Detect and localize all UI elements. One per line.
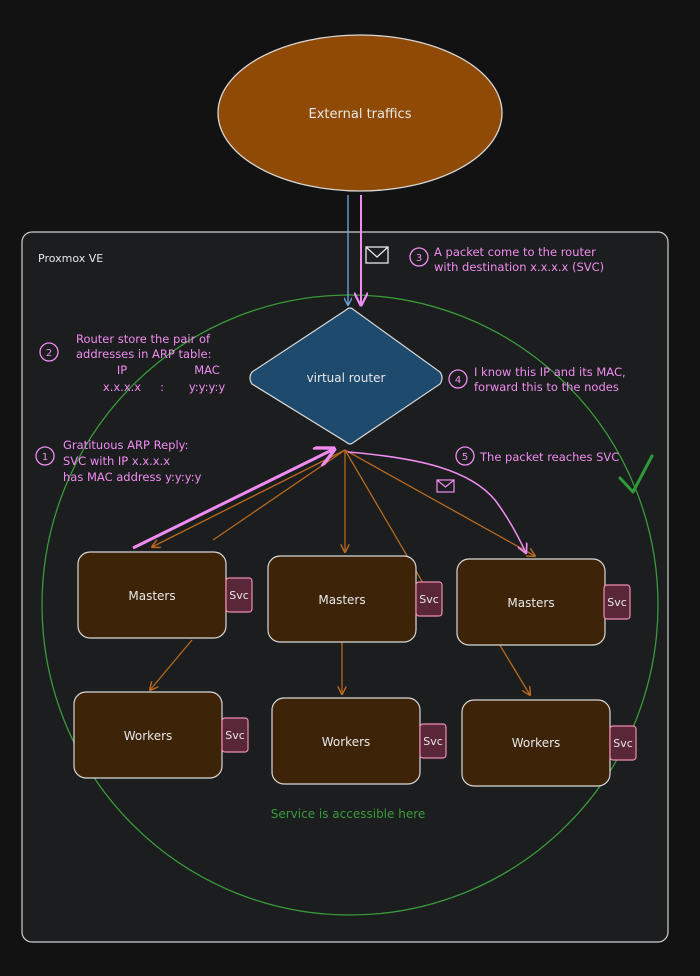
step-text: The packet reaches SVC	[479, 450, 619, 464]
svc-badge	[419, 723, 447, 759]
master-label: Masters	[507, 596, 554, 610]
envelope-icon	[436, 479, 455, 493]
svc-label: Svc	[229, 589, 249, 602]
service-scope-circle	[41, 294, 659, 916]
svc-badge	[221, 717, 249, 753]
container-label: Proxmox VE	[38, 252, 103, 265]
master-label: Masters	[318, 593, 365, 607]
master-node-3: Masters Svc	[456, 558, 631, 646]
svc-badge	[415, 581, 443, 617]
worker-node-2: Workers Svc	[271, 697, 447, 785]
step-text: with destination x.x.x.x (SVC)	[434, 260, 604, 274]
step-text: Router store the pair of	[76, 332, 211, 346]
master-label: Masters	[128, 589, 175, 603]
external-traffic-node: External traffics	[217, 34, 503, 192]
envelope-icon	[365, 246, 389, 264]
svc-label: Svc	[613, 737, 633, 750]
step-text: SVC with IP x.x.x.x	[63, 454, 170, 468]
svc-label: Svc	[607, 596, 627, 609]
worker-label: Workers	[512, 736, 561, 750]
step-1-annotation: 1 Gratituous ARP Reply: SVC with IP x.x.…	[35, 438, 202, 484]
svc-badge	[603, 584, 631, 620]
worker-label: Workers	[124, 729, 173, 743]
step-text: forward this to the nodes	[474, 380, 619, 394]
step-4-annotation: 4 I know this IP and its MAC, forward th…	[448, 365, 626, 394]
step-5-annotation: 5 The packet reaches SVC	[455, 446, 619, 466]
service-note: Service is accessible here	[271, 807, 426, 821]
step-text: A packet come to the router	[434, 245, 596, 259]
arp-col-mac: MAC	[194, 363, 220, 377]
svc-label: Svc	[225, 729, 245, 742]
step-text: I know this IP and its MAC,	[474, 365, 626, 379]
svc-label: Svc	[419, 593, 439, 606]
check-icon	[618, 454, 654, 494]
masters-to-workers-arrows	[150, 639, 530, 695]
worker-node-1: Workers Svc	[73, 691, 249, 779]
external-label: External traffics	[309, 107, 412, 122]
virtual-router-node: virtual router	[249, 307, 443, 445]
step-number: 5	[462, 452, 468, 463]
step-text: Gratituous ARP Reply:	[63, 438, 189, 452]
packet-path-arrow	[347, 451, 526, 553]
master-node-1: Masters Svc	[77, 551, 253, 639]
arp-reply-arrow	[132, 449, 334, 550]
step-text: has MAC address y:y:y:y	[63, 470, 202, 484]
svc-badge	[225, 577, 253, 613]
step-number: 4	[455, 375, 461, 386]
router-label: virtual router	[307, 371, 386, 385]
step-number: 3	[416, 253, 422, 264]
master-node-2: Masters Svc	[267, 555, 443, 643]
step-text: addresses in ARP table:	[76, 347, 212, 361]
step-2-annotation: 2 Router store the pair of addresses in …	[39, 332, 226, 394]
worker-node-3: Workers Svc	[461, 699, 637, 787]
arp-mac-value: y:y:y:y	[189, 380, 226, 394]
arp-separator: :	[160, 380, 164, 394]
step-number: 1	[42, 452, 48, 463]
worker-label: Workers	[322, 735, 371, 749]
step-number: 2	[46, 348, 52, 359]
svc-label: Svc	[423, 735, 443, 748]
step-3-annotation: 3 A packet come to the router with desti…	[409, 245, 604, 274]
arp-ip-value: x.x.x.x	[103, 380, 141, 394]
svc-badge	[609, 725, 637, 761]
arp-col-ip: IP	[117, 363, 127, 377]
